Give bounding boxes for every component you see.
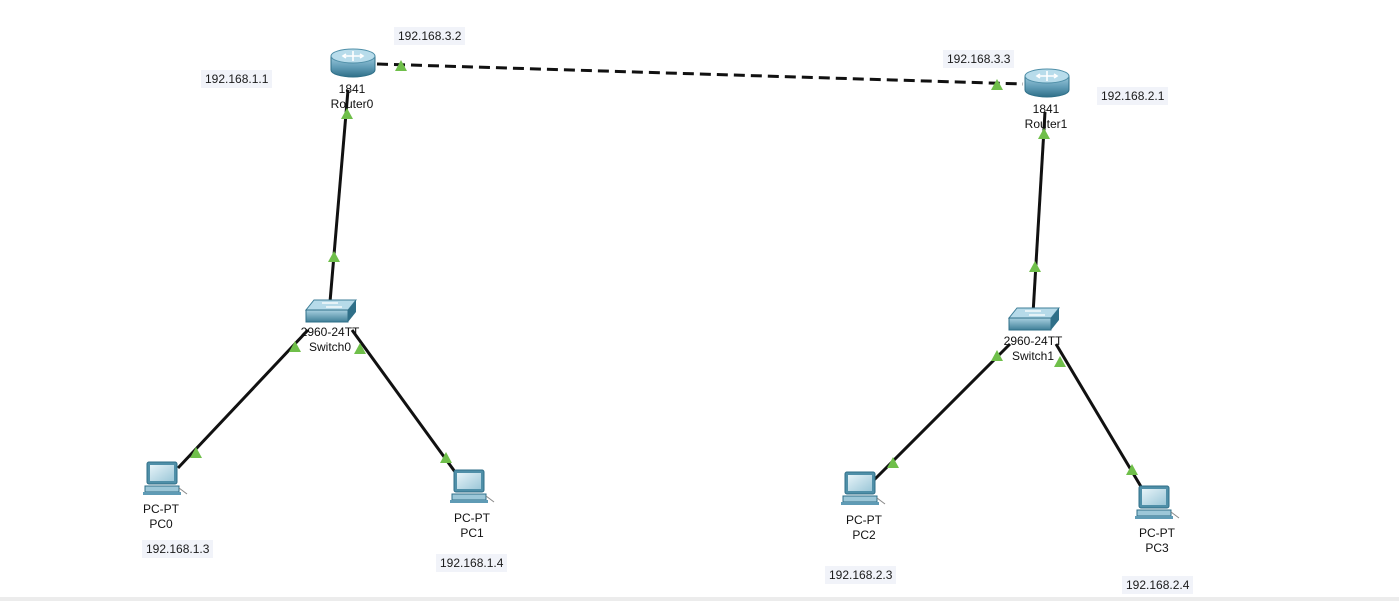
router0[interactable] [330,48,376,78]
pc-icon [450,469,495,503]
note-router0-lan-ip[interactable]: 192.168.1.1 [201,70,273,88]
link-switch1-pc3[interactable] [1054,343,1145,491]
pc1-model: PC-PT [454,511,490,525]
workspace-bottom-edge [0,597,1399,601]
pc2-model: PC-PT [846,513,882,527]
link-up-marker [1126,464,1138,475]
link-router0-router1[interactable] [376,62,1024,86]
pc-icon [1135,485,1180,519]
link-switch0-pc1[interactable] [350,329,460,477]
link-up-marker [1029,261,1041,272]
switch1-name: Switch1 [1011,349,1055,363]
link-router1-switch1[interactable] [1031,111,1047,315]
router1[interactable] [1024,68,1070,98]
switch0-label: 2960-24TT Switch0 [301,325,360,355]
pc3-model: PC-PT [1139,526,1175,540]
link-router0-switch0[interactable] [328,89,350,303]
note-router1-serial-ip[interactable]: 192.168.3.3 [943,50,1015,68]
link-up-marker [354,343,366,354]
pc2[interactable] [841,471,886,505]
pc0-model: PC-PT [143,502,179,516]
note-router0-serial-ip[interactable]: 192.168.3.2 [394,27,466,45]
note-pc0-ip[interactable]: 192.168.1.3 [142,540,214,558]
link-up-marker [991,79,1003,90]
note-pc3-ip[interactable]: 192.168.2.4 [1122,576,1194,594]
pc2-name: PC2 [852,528,876,542]
pc1-label: PC-PT PC1 [454,511,490,541]
pc2-label: PC-PT PC2 [846,513,882,543]
links-layer [176,62,1145,491]
note-pc1-ip[interactable]: 192.168.1.4 [436,554,508,572]
link-switch1-pc2[interactable] [872,342,1012,482]
switch1-label: 2960-24TT Switch1 [1004,334,1063,364]
router0-model: 1841 [338,82,366,96]
link-up-marker [991,350,1003,361]
link-switch0-pc0[interactable] [176,328,310,470]
pc-icon [841,471,886,505]
link-up-marker [289,341,301,352]
pc1-name: PC1 [460,526,484,540]
link-up-marker [341,108,353,119]
note-router1-lan-ip[interactable]: 192.168.2.1 [1097,87,1169,105]
note-pc2-ip[interactable]: 192.168.2.3 [825,566,897,584]
switch0-model: 2960-24TT [300,325,360,339]
switch-icon [304,299,358,323]
link-status-markers [190,60,1138,475]
link-up-marker [1054,356,1066,367]
link-up-marker [1038,128,1050,139]
router-icon [330,48,376,78]
pc-icon [143,461,188,495]
router1-label: 1841 Router1 [1025,102,1068,132]
pc3-name: PC3 [1145,541,1169,555]
switch-icon [1007,307,1061,331]
link-up-marker [395,60,407,71]
link-up-marker [887,457,899,468]
switch0-name: Switch0 [308,340,352,354]
link-up-marker [190,447,202,458]
router1-model: 1841 [1032,102,1060,116]
pc3-label: PC-PT PC3 [1139,526,1175,556]
router0-name: Router0 [330,97,374,111]
link-up-marker [328,251,340,262]
link-up-marker [440,452,452,463]
pc3[interactable] [1135,485,1180,519]
router-icon [1024,68,1070,98]
pc0[interactable] [143,461,188,495]
switch1[interactable] [1007,307,1061,331]
switch0[interactable] [304,299,358,323]
pc1[interactable] [450,469,495,503]
pc0-label: PC-PT PC0 [143,502,179,532]
router0-label: 1841 Router0 [331,82,374,112]
pc0-name: PC0 [149,517,173,531]
switch1-model: 2960-24TT [1003,334,1063,348]
router1-name: Router1 [1024,117,1068,131]
